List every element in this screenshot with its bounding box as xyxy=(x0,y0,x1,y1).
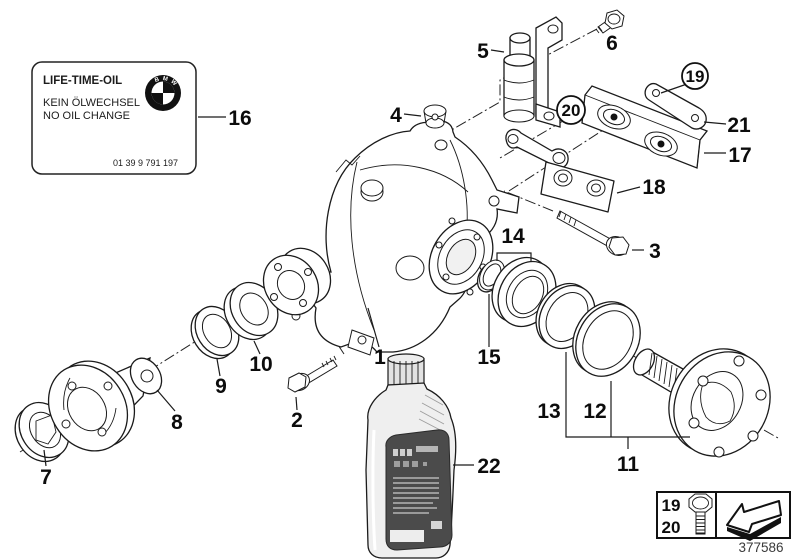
bmw-roundel-icon: BMW xyxy=(145,75,181,111)
diagram-number: 377586 xyxy=(738,540,783,555)
part-callout-14[interactable]: 14 xyxy=(501,225,525,248)
part-callout-10[interactable]: 10 xyxy=(249,353,272,376)
part-callout-22[interactable]: 22 xyxy=(477,455,500,478)
label-line-en: NO OIL CHANGE xyxy=(43,110,130,122)
callout-leaders xyxy=(43,49,727,467)
circled-20-text: 20 xyxy=(562,101,581,120)
legend-item-19[interactable]: 19 xyxy=(662,496,681,515)
part-callout-6[interactable]: 6 xyxy=(606,32,618,55)
callout-labels: 1 2 3 4 5 6 7 8 9 10 11 12 13 14 15 16 1… xyxy=(40,32,752,489)
part-callout-12[interactable]: 12 xyxy=(583,400,606,423)
part-callout-9[interactable]: 9 xyxy=(215,375,227,398)
part-1-differential-housing xyxy=(262,120,520,356)
part-17-mount-block xyxy=(581,85,709,169)
part-5-vibration-damper xyxy=(503,16,563,128)
part-18-bracket xyxy=(505,128,615,213)
part-callout-21[interactable]: 21 xyxy=(727,114,751,137)
legend-item-20[interactable]: 20 xyxy=(662,518,681,537)
circled-19-text: 19 xyxy=(686,67,705,86)
part-callout-13[interactable]: 13 xyxy=(537,400,560,423)
part-callout-4[interactable]: 4 xyxy=(390,104,402,127)
part-8-output-flange xyxy=(47,356,163,452)
part-callout-2[interactable]: 2 xyxy=(291,409,303,432)
part-3-bolt xyxy=(556,210,630,256)
bolt-icon xyxy=(688,493,713,535)
part-21-strap xyxy=(644,82,707,130)
part-callout-11[interactable]: 11 xyxy=(617,453,640,476)
part-callout-1[interactable]: 1 xyxy=(374,346,386,369)
part-10-seal xyxy=(223,281,279,341)
part-6-bolt xyxy=(595,9,625,34)
legend-box: 19 20 xyxy=(656,491,791,541)
label-part-number: 01 39 9 791 197 xyxy=(113,158,178,168)
label-line-de: KEIN ÖLWECHSEL xyxy=(43,97,140,109)
part-callout-17[interactable]: 17 xyxy=(728,144,751,167)
direction-arrow-icon xyxy=(726,500,782,541)
part-callout-16[interactable]: 16 xyxy=(228,107,251,130)
life-time-oil-label: LIFE-TIME-OIL KEIN ÖLWECHSEL NO OIL CHAN… xyxy=(31,61,197,175)
part-callout-5[interactable]: 5 xyxy=(477,40,489,63)
part-2-bolt xyxy=(287,355,338,393)
part-9-ring xyxy=(190,305,240,360)
part-12-ring xyxy=(572,301,641,377)
part-22-oil-bottle xyxy=(365,353,457,559)
part-callout-18[interactable]: 18 xyxy=(642,176,666,199)
part-4-grommet xyxy=(423,104,447,129)
part-callout-20-circled[interactable]: 20 xyxy=(556,95,586,125)
part-callout-3[interactable]: 3 xyxy=(649,240,661,263)
part-callout-15[interactable]: 15 xyxy=(477,346,501,369)
part-11-drive-flange xyxy=(632,348,771,458)
part-callout-7[interactable]: 7 xyxy=(40,466,52,489)
part-callout-19-circled[interactable]: 19 xyxy=(681,62,709,90)
label-title: LIFE-TIME-OIL xyxy=(43,75,122,87)
part-callout-8[interactable]: 8 xyxy=(171,411,183,434)
